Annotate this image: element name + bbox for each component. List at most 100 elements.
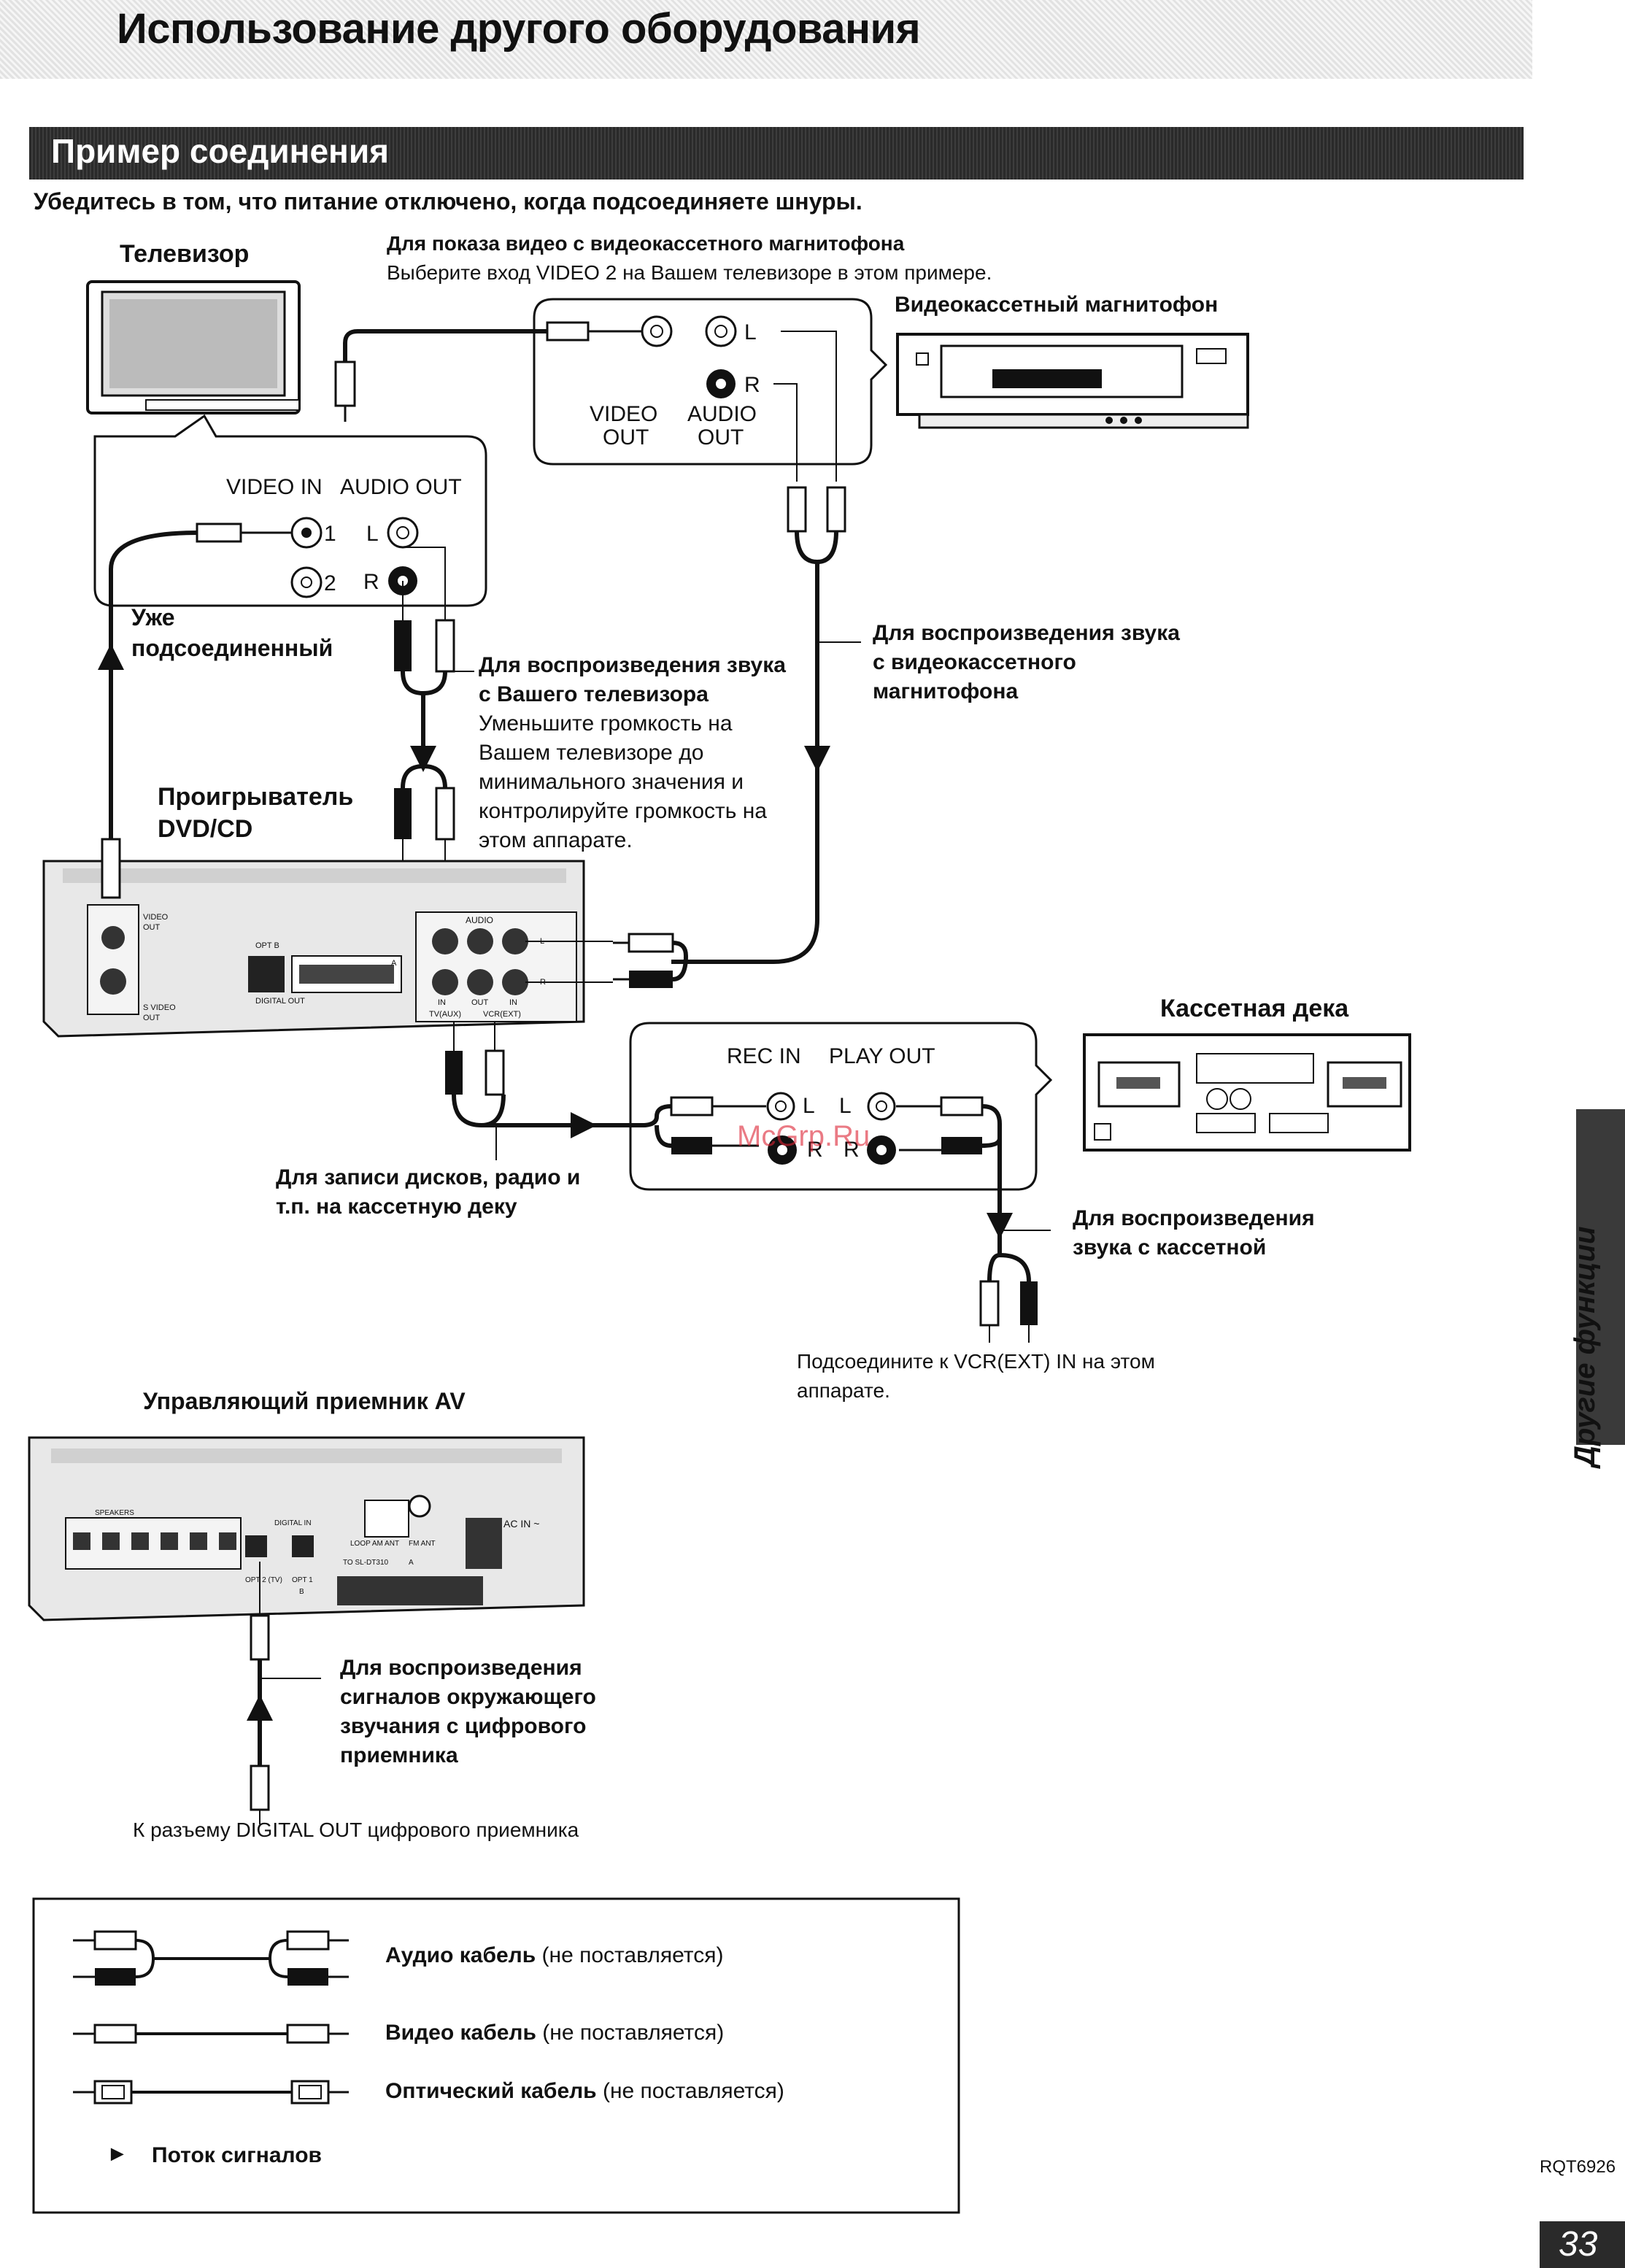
legend-audio-note: (не поставляется) bbox=[541, 1943, 724, 1967]
legend-audio-bold: Аудио кабель bbox=[385, 1943, 536, 1967]
play-out-label: PLAY OUT bbox=[829, 1044, 935, 1068]
legend-flow-label: Поток сигналов bbox=[152, 2143, 322, 2167]
cassette-deck-label: Кассетная дека bbox=[1160, 995, 1349, 1022]
surround-note-2: сигналов окружающего bbox=[340, 1685, 596, 1709]
play-out-l-label: L bbox=[839, 1094, 852, 1118]
side-tab bbox=[1576, 1109, 1625, 1445]
video-plug-tv-in bbox=[334, 360, 356, 407]
vcr-sound-note-3: магнитофона bbox=[873, 679, 1019, 703]
already-connected-2: подсоединенный bbox=[131, 635, 333, 661]
cable-audio-vcr-dvd bbox=[671, 562, 819, 964]
receiver-panel-ac-in: AC IN ~ bbox=[503, 1518, 540, 1530]
dvd-panel-vcr-ext: VCR(EXT) bbox=[483, 1010, 521, 1019]
dvd-panel-audio: AUDIO bbox=[466, 915, 494, 925]
connect-vcr-note-2: аппарате. bbox=[797, 1379, 890, 1402]
vcr-illustration bbox=[896, 333, 1249, 429]
vcr-callout bbox=[533, 298, 888, 466]
receiver-panel-opt1: OPT 1 bbox=[292, 1576, 313, 1584]
legend-flow-marker: ► bbox=[107, 2142, 128, 2166]
cassette-sound-note-2: звука с кассетной bbox=[1073, 1235, 1267, 1260]
tv-sound-title-2: с Вашего телевизора bbox=[479, 682, 709, 706]
legend-box bbox=[32, 1897, 960, 2214]
cable-video-vcr-tv bbox=[343, 329, 547, 362]
receiver-panel-opt2: OPT 2 (TV) bbox=[245, 1576, 282, 1584]
dvd-panel-tv-aux: TV(AUX) bbox=[429, 1010, 461, 1019]
receiver-panel-b: B bbox=[299, 1588, 304, 1596]
video-plug-tv bbox=[196, 522, 242, 543]
vcr-audio-out-label-2: OUT bbox=[698, 425, 744, 450]
legend-video-label: Видео кабель (не поставляется) bbox=[385, 2018, 724, 2048]
dvd-panel-opt-b: OPT B bbox=[255, 941, 279, 950]
dvd-panel-r: R bbox=[540, 978, 546, 987]
vcr-audio-plugs bbox=[787, 486, 846, 565]
cassette-sound-note-1: Для воспроизведения bbox=[1073, 1206, 1315, 1230]
tv-jack-l-label: L bbox=[366, 522, 379, 546]
tv-sound-text-1: Уменьшите громкость на bbox=[479, 711, 733, 736]
legend-video-note: (не поставляется) bbox=[542, 2021, 725, 2045]
vcr-sound-note-1: Для воспроизведения звука bbox=[873, 621, 1180, 645]
digital-out-note: К разъему DIGITAL OUT цифрового приемник… bbox=[133, 1818, 579, 1841]
tv-video-in-label: VIDEO IN bbox=[226, 475, 323, 499]
record-note-1: Для записи дисков, радио и bbox=[276, 1165, 581, 1189]
vcr-sound-note-2: с видеокассетного bbox=[873, 650, 1076, 674]
vcr-label: Видеокассетный магнитофон bbox=[895, 293, 1219, 317]
legend-audio-label: Аудио кабель (не поставляется) bbox=[385, 1941, 723, 1970]
surround-note-3: звучания с цифрового bbox=[340, 1714, 587, 1738]
dvd-panel-l: L bbox=[540, 937, 545, 946]
tv-sound-title-1: Для воспроизведения звука bbox=[479, 653, 786, 677]
vcr-jacks bbox=[588, 315, 837, 482]
tv-jack-r-label: R bbox=[363, 570, 379, 594]
legend-optical-label: Оптический кабель (не поставляется) bbox=[385, 2077, 784, 2106]
optical-cable bbox=[247, 1562, 321, 1824]
legend-video-bold: Видео кабель bbox=[385, 2021, 536, 2045]
vcr-video-note-title: Для показа видео с видеокассетного магни… bbox=[387, 232, 905, 255]
tv-illustration bbox=[86, 280, 301, 414]
connect-vcr-note-1: Подсоедините к VCR(EXT) IN на этом bbox=[797, 1350, 1155, 1373]
tv-jacks bbox=[290, 517, 419, 598]
legend-optical-note: (не поставляется) bbox=[602, 2079, 784, 2103]
side-tab-label: Другие функции bbox=[1569, 1226, 1601, 1467]
dvd-panel-digital-out: DIGITAL OUT bbox=[255, 997, 305, 1006]
rec-in-l-label: L bbox=[803, 1094, 815, 1118]
vcr-audio-out-label-1: AUDIO bbox=[687, 402, 757, 426]
rec-in-label: REC IN bbox=[727, 1044, 801, 1068]
doc-code: RQT6926 bbox=[1540, 2157, 1616, 2177]
dvd-label-1: Проигрыватель bbox=[158, 783, 354, 811]
surround-note-4: приемника bbox=[340, 1743, 458, 1767]
receiver-panel-speakers: SPEAKERS bbox=[95, 1509, 134, 1517]
tv-sound-text-4: контролируйте громкость на bbox=[479, 799, 767, 823]
legend-audio-cable-graphic bbox=[73, 1930, 349, 1986]
tv-label: Телевизор bbox=[120, 240, 250, 268]
tv-sound-text-5: этом аппарате. bbox=[479, 828, 633, 852]
legend-video-cable-graphic bbox=[73, 2024, 349, 2044]
vcr-video-out-label-1: VIDEO bbox=[590, 402, 658, 426]
page-title: Использование другого оборудования bbox=[117, 5, 921, 53]
page-number: 33 bbox=[1559, 2225, 1598, 2264]
tv-sound-text-3: минимального значения и bbox=[479, 770, 744, 794]
deck-out-plugs bbox=[979, 1253, 1038, 1343]
tv-jack-2-label: 2 bbox=[324, 571, 336, 595]
dvd-vcr-in-plugs bbox=[613, 933, 689, 988]
warning-text: Убедитесь в том, что питание отключено, … bbox=[34, 188, 862, 215]
dvd-panel-out: OUT bbox=[471, 998, 489, 1007]
tv-audio-cable bbox=[394, 547, 474, 898]
rec-in-r-label: R bbox=[807, 1138, 823, 1162]
legend-optical-bold: Оптический кабель bbox=[385, 2079, 597, 2103]
dvd-panel-video-out: VIDEO OUT bbox=[143, 913, 169, 932]
tv-callout bbox=[93, 414, 487, 607]
tv-sound-text-2: Вашем телевизоре до bbox=[479, 741, 704, 765]
legend-optical-cable-graphic bbox=[73, 2080, 349, 2105]
receiver-panel-digital-in: DIGITAL IN bbox=[274, 1519, 312, 1527]
surround-note-1: Для воспроизведения bbox=[340, 1656, 582, 1680]
watermark: McGrp.Ru bbox=[737, 1120, 871, 1152]
receiver-panel-a: A bbox=[409, 1559, 414, 1567]
section-title: Пример соединения bbox=[51, 132, 389, 170]
tv-jack-1-label: 1 bbox=[324, 522, 336, 546]
dvd-to-deck-cable bbox=[445, 1022, 672, 1160]
cassette-callout bbox=[629, 1022, 1053, 1191]
vcr-jack-l-label: L bbox=[744, 320, 757, 344]
vcr-video-note-text: Выберите вход VIDEO 2 на Вашем телевизор… bbox=[387, 261, 992, 284]
cable-video-dvd-tv bbox=[109, 531, 198, 839]
record-note-2: т.п. на кассетную деку bbox=[276, 1195, 517, 1219]
